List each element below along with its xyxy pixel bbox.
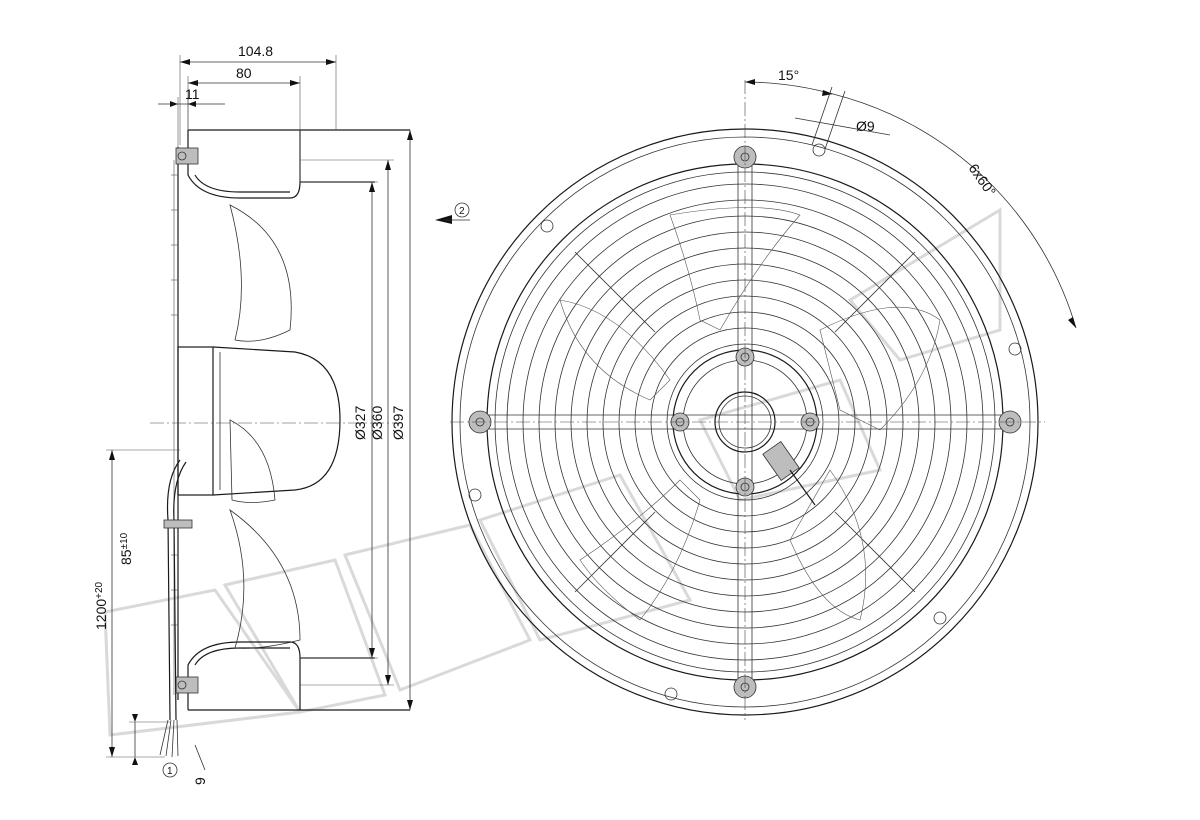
angle-offset-label: 15° — [778, 67, 799, 83]
hole-diameter-label: Ø9 — [856, 118, 875, 134]
dim-flange: 11 — [185, 86, 200, 102]
cable-connector — [762, 441, 816, 506]
bolt-bottom — [175, 676, 199, 694]
dim-diameter-397: Ø397 — [390, 406, 406, 440]
dim-diameter-360: Ø360 — [369, 406, 385, 440]
impeller-blades — [559, 207, 941, 621]
dim-wire-end: 9 — [192, 777, 208, 785]
dim-total-depth: 104.8 — [238, 43, 273, 59]
mounting-holes — [468, 143, 1022, 701]
side-dimensions: 104.8 80 11 Ø327 Ø360 Ø397 — [93, 43, 470, 785]
dim-cable-strip: 85±10 — [118, 532, 134, 565]
dim-depth: 80 — [236, 65, 252, 81]
watermark-logo — [103, 207, 1002, 737]
hole-pattern-label: 6x60° — [966, 161, 1000, 200]
callout-1: 1 — [167, 766, 173, 777]
bolt-top — [175, 147, 199, 165]
callout-2: 2 — [459, 206, 465, 217]
side-view — [150, 129, 410, 758]
front-view — [450, 80, 1045, 720]
dim-cable-length: 1200+20 — [93, 581, 109, 630]
dim-diameter-327: Ø327 — [352, 406, 368, 440]
